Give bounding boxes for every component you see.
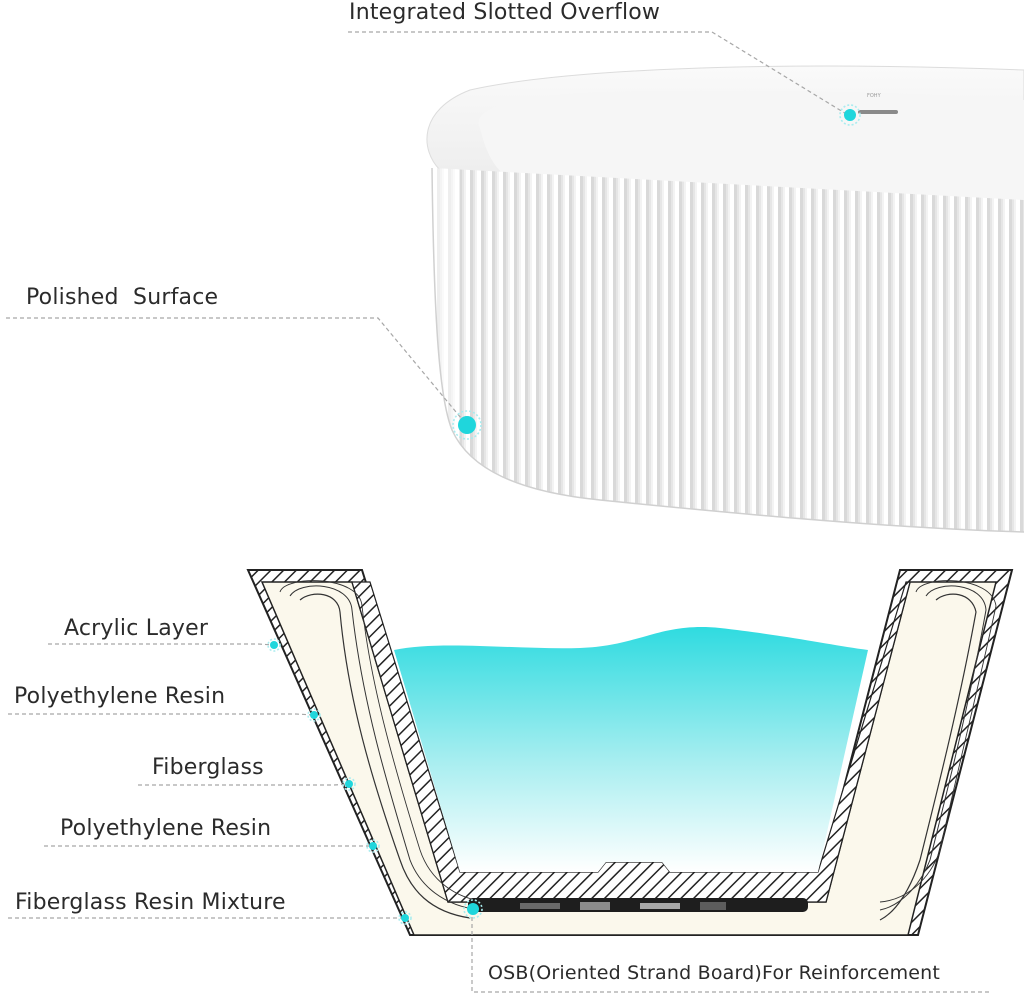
overflow-slot bbox=[858, 110, 898, 114]
water-fill bbox=[394, 627, 868, 872]
polyethylene-resin-inner-label: Polyethylene Resin bbox=[60, 816, 272, 841]
cross-section bbox=[246, 569, 1014, 936]
surface-dot-icon bbox=[458, 416, 476, 434]
tub-render: FOHY bbox=[426, 65, 1024, 533]
svg-text:FOHY: FOHY bbox=[867, 93, 882, 99]
osb-board bbox=[468, 898, 808, 912]
overflow-dot-icon bbox=[844, 109, 856, 121]
resin-dot-icon bbox=[310, 711, 318, 719]
overflow-label: Integrated Slotted Overflow bbox=[349, 0, 661, 25]
polyethylene-resin-label: Polyethylene Resin bbox=[14, 684, 226, 709]
resin-dot-icon bbox=[369, 842, 377, 850]
acrylic-layer-label: Acrylic Layer bbox=[64, 616, 209, 641]
acrylic-dot-icon bbox=[270, 641, 278, 649]
fiberglass-dot-icon bbox=[345, 780, 353, 788]
osb-dot-icon bbox=[467, 903, 479, 915]
polished-surface-label: Polished Surface bbox=[26, 285, 219, 310]
fiberglass-resin-mixture-label: Fiberglass Resin Mixture bbox=[15, 890, 286, 915]
leader-lines bbox=[6, 31, 990, 993]
mixture-dot-icon bbox=[401, 914, 409, 922]
osb-reinforcement-label: OSB(Oriented Strand Board)For Reinforcem… bbox=[488, 962, 941, 984]
callout-markers bbox=[267, 104, 861, 925]
fiberglass-label: Fiberglass bbox=[152, 755, 264, 780]
